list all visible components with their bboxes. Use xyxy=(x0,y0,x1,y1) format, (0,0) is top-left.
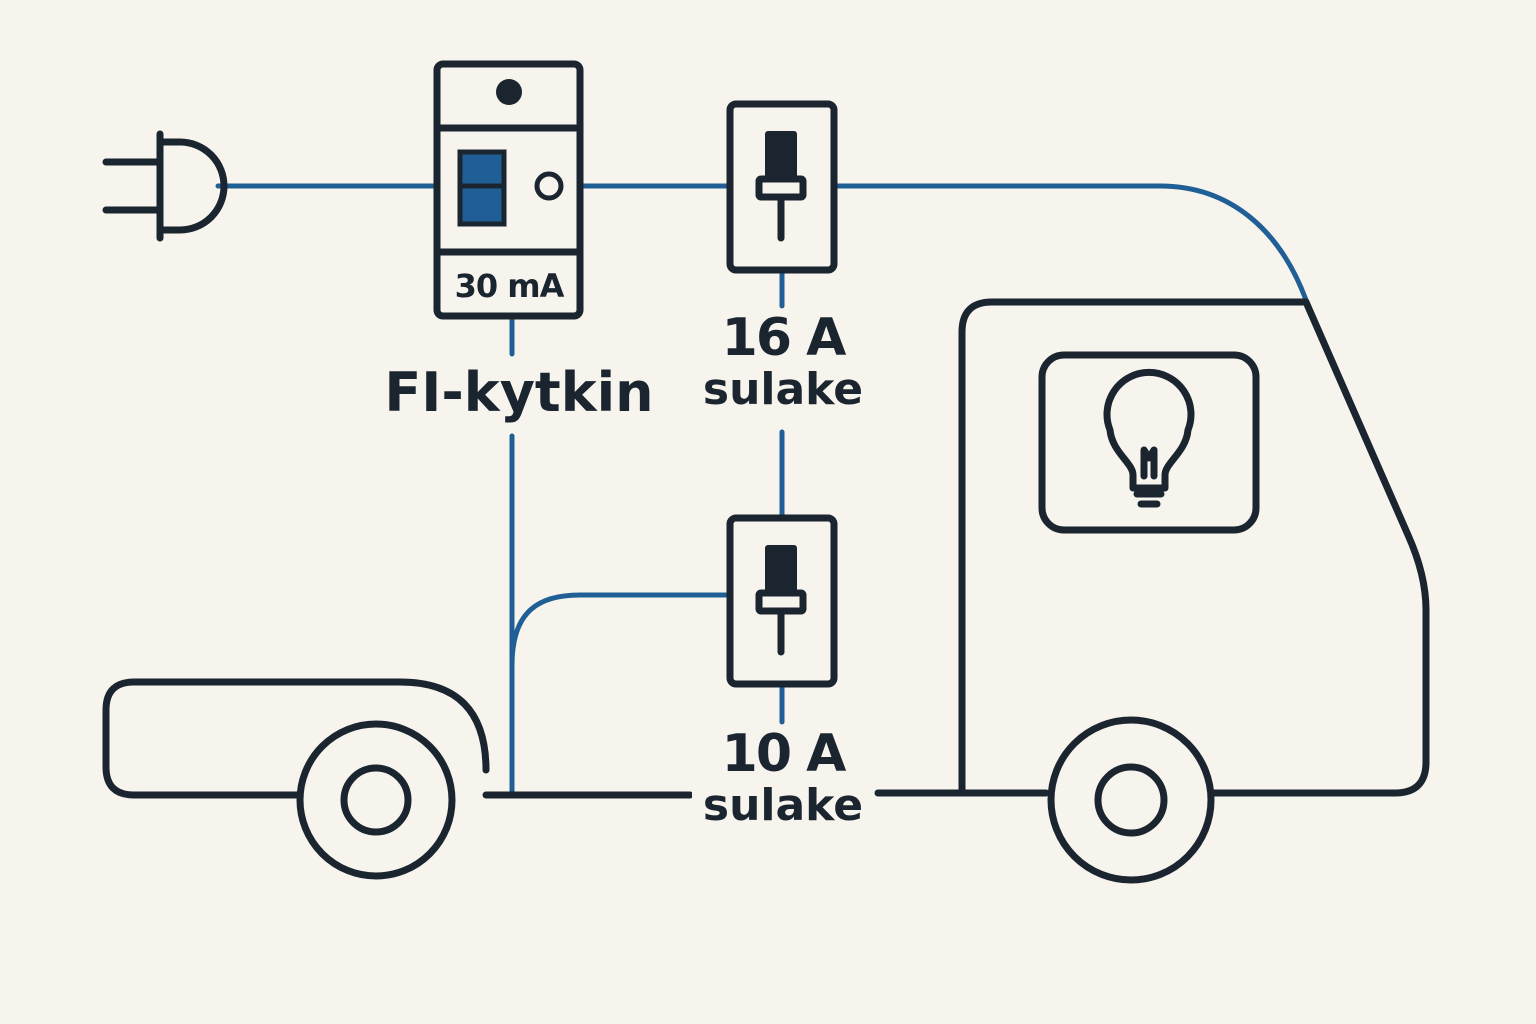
rcd-name-label: FI-kytkin xyxy=(384,361,654,424)
trailer-icon xyxy=(102,678,694,799)
fuse-main-label: 16 A sulake xyxy=(697,312,869,412)
test-button-icon xyxy=(534,171,564,201)
light-bulb-icon xyxy=(1103,368,1195,508)
fuse-branch-word: sulake xyxy=(702,780,864,831)
fuse-icon xyxy=(726,514,838,688)
rcd-rating-label: 30 mA xyxy=(454,267,565,305)
wire-branch-to-fuse-10a xyxy=(509,592,731,668)
wheel-icon xyxy=(1047,716,1215,884)
fuse-main-amps: 16 A xyxy=(721,308,847,368)
fuse-branch-amps: 10 A xyxy=(721,724,847,784)
camper-van-icon xyxy=(874,298,1430,797)
fuse-branch-label: 10 A sulake xyxy=(692,728,874,828)
wire-main-to-camper xyxy=(833,183,1309,303)
fuse-main-word: sulake xyxy=(702,364,864,415)
plug-icon xyxy=(102,130,228,242)
indicator-dot-icon xyxy=(496,79,522,105)
fuse-icon xyxy=(726,100,838,274)
rcd-breaker-icon xyxy=(433,60,584,320)
wheel-icon xyxy=(296,720,456,880)
wiring xyxy=(215,183,1309,795)
